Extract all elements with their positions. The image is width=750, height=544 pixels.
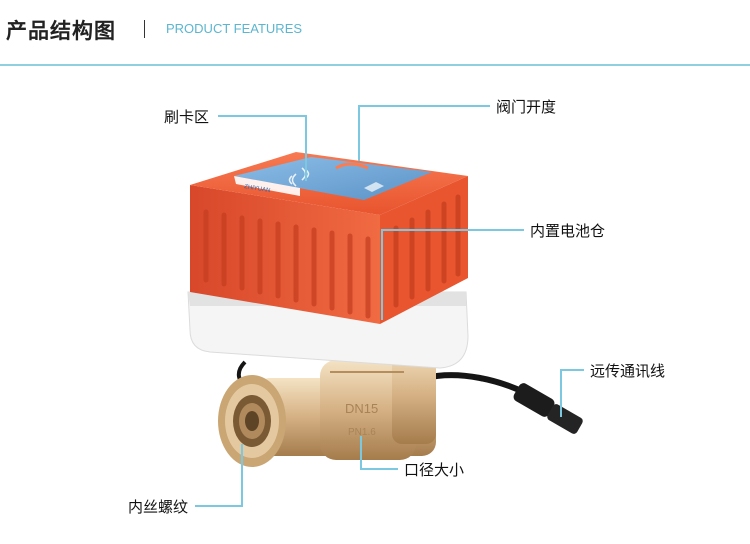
page-header: 产品结构图 PRODUCT FEATURES [0,0,750,66]
callout-line-port-size-h [360,468,398,470]
label-battery-compartment: 内置电池仓 [530,222,606,240]
label-port-size: 口径大小 [404,461,465,479]
valve-opening-indicator [335,162,369,170]
callout-line-valve-opening-h [358,105,490,107]
callout-line-card-area-v [305,115,307,181]
label-card-area: 刷卡区 [164,108,210,126]
label-remote-cable: 远传通讯线 [590,362,666,380]
callout-line-card-area-h [218,115,306,117]
callout-line-port-size-v [360,436,362,470]
page-subtitle: PRODUCT FEATURES [166,21,303,36]
body-marking-size: DN15 [345,401,378,416]
title-divider [144,20,145,38]
callout-line-remote-cable-v [560,369,562,417]
callout-line-inner-thread-v [241,444,243,507]
label-inner-thread: 内丝螺纹 [128,498,189,516]
brand-label: ZHIYUAN [244,184,271,194]
callout-line-battery-h [381,229,524,231]
callout-line-remote-cable-h [560,369,584,371]
callout-line-valve-opening-v [358,105,360,161]
page-title: 产品结构图 [6,19,116,43]
header-rule [0,64,750,66]
callout-line-inner-thread-h [195,505,243,507]
actuator-housing: ZHIYUAN [190,152,468,324]
label-valve-opening: 阀门开度 [496,98,557,116]
callout-line-battery-v [381,229,383,320]
brass-valve-body: DN15 PN1.6 [218,346,436,467]
card-swipe-panel [234,157,432,200]
body-marking-pressure: PN1.6 [348,427,376,438]
remote-cable-assembly [236,360,583,434]
